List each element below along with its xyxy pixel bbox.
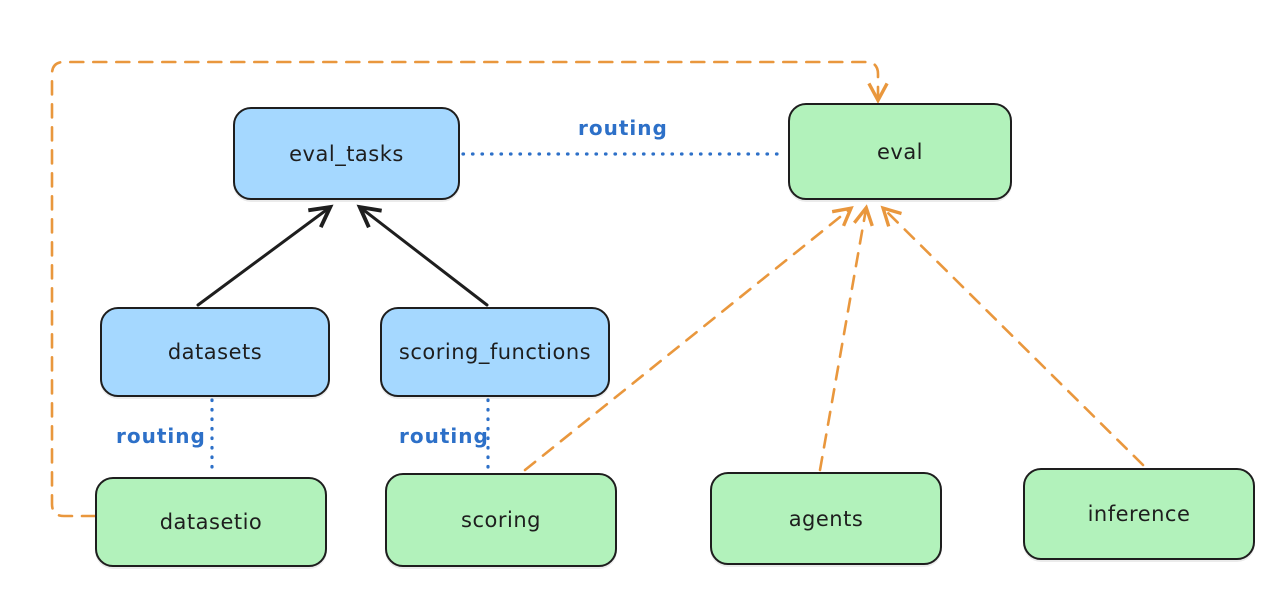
node-eval[interactable]: eval bbox=[788, 103, 1012, 200]
edge-label-routing-top: routing bbox=[578, 116, 668, 140]
node-scoring[interactable]: scoring bbox=[385, 473, 617, 567]
node-agents[interactable]: agents bbox=[710, 472, 942, 565]
node-inference[interactable]: inference bbox=[1023, 468, 1255, 560]
node-eval-tasks-label: eval_tasks bbox=[289, 141, 404, 166]
edge-scoring-functions-to-eval-tasks bbox=[356, 204, 489, 307]
node-datasetio-label: datasetio bbox=[159, 510, 263, 534]
node-datasets-label: datasets bbox=[167, 340, 263, 364]
node-scoring-label: scoring bbox=[461, 508, 541, 532]
edge-label-routing-middle: routing bbox=[399, 424, 489, 448]
node-datasets[interactable]: datasets bbox=[100, 307, 330, 397]
node-scoring-functions-label: scoring_functions bbox=[398, 340, 592, 364]
node-datasetio[interactable]: datasetio bbox=[95, 477, 327, 567]
node-eval-label: eval bbox=[876, 139, 924, 164]
node-inference-label: inference bbox=[1087, 502, 1191, 526]
edge-label-routing-left: routing bbox=[116, 424, 206, 448]
edge-datasets-to-eval-tasks bbox=[196, 204, 334, 307]
edge-inference-to-eval bbox=[880, 205, 1145, 467]
node-agents-label: agents bbox=[788, 506, 864, 531]
node-scoring-functions[interactable]: scoring_functions bbox=[380, 307, 610, 397]
node-eval-tasks[interactable]: eval_tasks bbox=[233, 107, 460, 200]
edge-agents-to-eval bbox=[818, 204, 874, 472]
